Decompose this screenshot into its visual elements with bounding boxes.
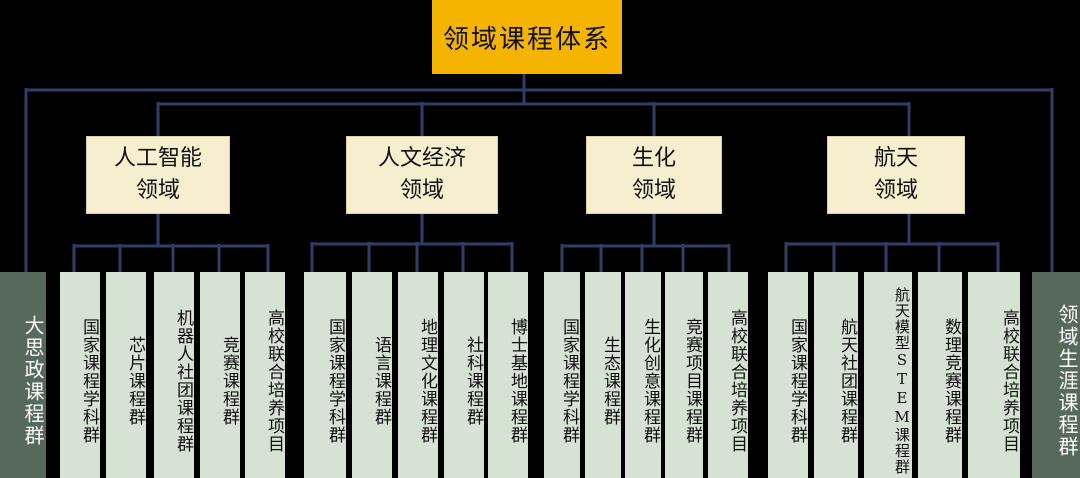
domain-node-aerospace: 航天 领域 [827, 136, 965, 214]
leaf-hum-5: 博士基地课程群 [488, 272, 528, 478]
leaf-hum-1: 国家课程学科群 [304, 272, 346, 478]
leaf-hum-2: 语言课程群 [352, 272, 392, 478]
leaf-ai-3: 机器人社团课程群 [154, 272, 194, 478]
leaf-bio-1: 国家课程学科群 [544, 272, 580, 478]
leaf-ai-2: 芯片课程群 [106, 272, 146, 478]
side-node-left: 大思政课程群 [0, 272, 46, 478]
leaf-ai-4: 竞赛课程群 [200, 272, 240, 478]
leaf-hum-3: 地理文化课程群 [398, 272, 438, 478]
leaf-hum-4: 社科课程群 [444, 272, 484, 478]
leaf-aero-1: 国家课程学科群 [768, 272, 808, 478]
leaf-aero-3: 航天模型STEM课程群 [864, 272, 912, 478]
domain-node-biochem: 生化 领域 [586, 136, 722, 214]
leaf-bio-5: 高校联合培养项目 [708, 272, 748, 478]
leaf-bio-4: 竞赛项目课程群 [665, 272, 703, 478]
leaf-aero-2: 航天社团课程群 [814, 272, 858, 478]
side-node-right: 领域生涯课程群 [1032, 272, 1080, 478]
leaf-bio-2: 生态课程群 [585, 272, 621, 478]
leaf-ai-5: 高校联合培养项目 [245, 272, 285, 478]
domain-node-ai: 人工智能 领域 [86, 136, 230, 214]
leaf-ai-1: 国家课程学科群 [60, 272, 100, 478]
leaf-aero-5: 高校联合培养项目 [968, 272, 1020, 478]
leaf-aero-4: 数理竞赛课程群 [918, 272, 962, 478]
root-node: 领域课程体系 [432, 0, 622, 74]
leaf-bio-3: 生化创意课程群 [625, 272, 661, 478]
domain-node-humanities: 人文经济 领域 [346, 136, 498, 214]
